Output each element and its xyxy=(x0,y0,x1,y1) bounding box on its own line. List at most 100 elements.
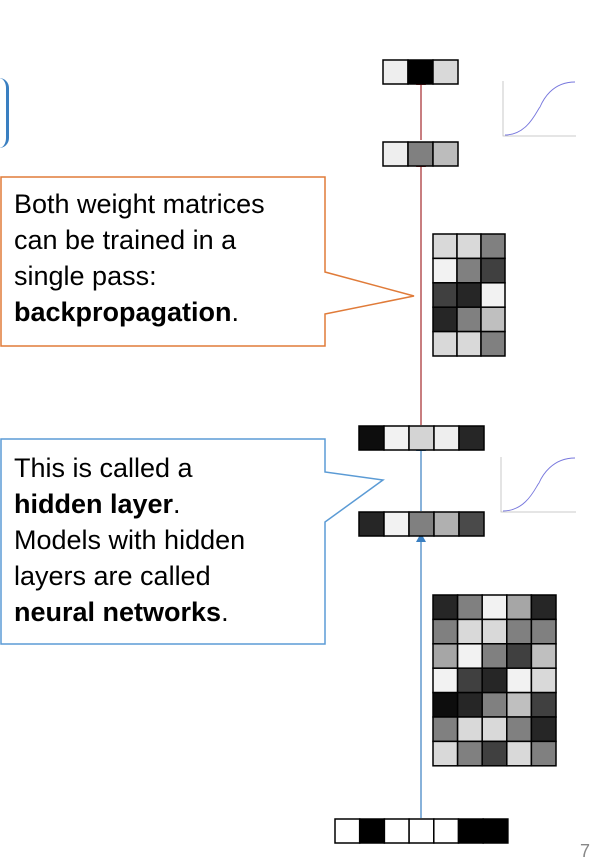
lower-weight-matrix-cell xyxy=(530,716,557,743)
lower-weight-matrix-cell xyxy=(481,643,508,669)
pre-output-vector xyxy=(382,141,459,167)
callout-top-line2: can be trained in a xyxy=(14,225,237,255)
lower-weight-matrix-cell xyxy=(481,667,508,694)
output-vector-cell xyxy=(432,59,459,85)
pre-hidden-vector-cell xyxy=(458,511,485,537)
upper-weight-matrix xyxy=(432,233,506,357)
output-vector xyxy=(382,59,459,85)
upper-weight-matrix-cell xyxy=(432,257,458,284)
lower-weight-matrix-cell xyxy=(530,618,557,645)
lower-weight-matrix-cell xyxy=(481,691,508,718)
lower-weight-matrix-cell xyxy=(432,716,459,743)
output-vector-cell xyxy=(407,59,434,85)
lower-weight-matrix-cell xyxy=(506,643,533,669)
pre-hidden-vector-cell xyxy=(358,511,385,537)
pre-hidden-vector-cell xyxy=(383,511,410,537)
hidden-vector-cell xyxy=(383,425,410,451)
callout-bottom-tail2: . xyxy=(221,597,229,627)
lower-weight-matrix-cell xyxy=(456,667,483,694)
upper-weight-matrix-cell xyxy=(480,257,506,284)
upper-weight-matrix-cell xyxy=(456,306,482,333)
lower-weight-matrix-cell xyxy=(506,667,533,694)
input-vector-cell xyxy=(457,818,484,844)
pre-hidden-vector-cell xyxy=(433,511,460,537)
lower-weight-matrix-cell xyxy=(481,740,508,767)
upper-weight-matrix-cell xyxy=(456,330,482,357)
callout-bottom-tail1: . xyxy=(173,489,181,519)
callout-bottom-line2: Models with hidden xyxy=(14,525,246,555)
lower-weight-matrix-cell xyxy=(432,594,459,621)
input-vector-cell xyxy=(358,818,386,844)
upper-weight-matrix-cell xyxy=(432,306,458,333)
upper-weight-matrix-cell xyxy=(456,282,482,308)
lower-weight-matrix-cell xyxy=(432,618,459,645)
lower-weight-matrix-cell xyxy=(456,740,483,767)
lower-weight-matrix-cell xyxy=(481,594,508,621)
lower-weight-matrix-cell xyxy=(456,594,483,621)
callout-bottom-bold2: neural networks xyxy=(14,597,222,627)
upper-weight-matrix-cell xyxy=(456,257,482,284)
input-vector xyxy=(334,818,509,844)
lower-weight-matrix-cell xyxy=(432,643,459,669)
lower-weight-matrix-cell xyxy=(506,594,533,621)
pre-output-vector-cell xyxy=(407,141,434,167)
lower-weight-matrix-cell xyxy=(506,740,533,767)
input-vector-cell xyxy=(433,818,460,844)
upper-weight-matrix-cell xyxy=(432,282,458,308)
hidden-vector-cell xyxy=(433,425,460,451)
output-vector-cell xyxy=(382,59,409,85)
callout-bottom-line3: layers are called xyxy=(14,561,211,591)
callout-top-shape xyxy=(0,176,415,347)
upper-weight-matrix-cell xyxy=(432,330,458,357)
upper-weight-matrix-cell xyxy=(480,330,506,357)
sigmoid-plot-upper xyxy=(502,81,576,137)
callout-top-text: Both weight matrices can be trained in a… xyxy=(14,186,265,330)
lower-weight-matrix-cell xyxy=(481,618,508,645)
lower-weight-matrix-cell xyxy=(530,643,557,669)
input-vector-cell xyxy=(334,818,361,844)
lower-weight-matrix xyxy=(432,594,557,767)
pre-hidden-vector-cell xyxy=(408,511,435,537)
callout-bottom-text: This is called a hidden layer. Models wi… xyxy=(14,450,245,630)
lower-weight-matrix-cell xyxy=(432,667,459,694)
hidden-vector-cell xyxy=(408,425,435,451)
page-number: 7 xyxy=(579,841,590,861)
sigmoid-curve-upper xyxy=(504,81,576,136)
lower-weight-matrix-cell xyxy=(530,740,557,767)
input-vector-cell xyxy=(408,818,435,844)
lower-weight-matrix-cell xyxy=(432,740,459,767)
upper-weight-matrix-cell xyxy=(480,282,506,308)
callout-top-bold: backpropagation xyxy=(14,297,232,327)
upper-weight-matrix-cell xyxy=(480,306,506,333)
callout-bottom-line1: This is called a xyxy=(14,453,193,483)
hidden-vector-cell xyxy=(358,425,385,451)
lower-weight-matrix-cell xyxy=(530,691,557,718)
pre-hidden-vector xyxy=(358,511,485,537)
lower-weight-matrix-cell xyxy=(481,716,508,743)
pre-output-vector-cell xyxy=(382,141,409,167)
sigmoid-curve-lower xyxy=(502,457,576,512)
lower-weight-matrix-cell xyxy=(456,643,483,669)
callout-top-tail: . xyxy=(231,297,240,327)
hidden-vector xyxy=(358,425,485,451)
sigmoid-plot-lower xyxy=(500,457,576,513)
callout-bottom-shape xyxy=(0,438,385,645)
lower-weight-matrix-cell xyxy=(530,594,557,621)
lower-weight-matrix-cell xyxy=(432,691,459,718)
upper-weight-matrix-cell xyxy=(456,233,482,260)
callout-top-line3: single pass: xyxy=(14,261,157,291)
pre-output-vector-cell xyxy=(432,141,459,167)
input-vector-cell xyxy=(383,818,410,844)
callout-top-line1: Both weight matrices xyxy=(14,189,265,219)
upper-weight-matrix-cell xyxy=(480,233,506,260)
lower-weight-matrix-cell xyxy=(530,667,557,694)
title-fragment xyxy=(0,78,9,148)
lower-weight-matrix-cell xyxy=(456,716,483,743)
lower-weight-matrix-cell xyxy=(456,691,483,718)
input-vector-cell xyxy=(482,818,509,844)
lower-weight-matrix-cell xyxy=(506,618,533,645)
lower-weight-matrix-cell xyxy=(456,618,483,645)
upper-weight-matrix-cell xyxy=(432,233,458,260)
callout-bottom-bold1: hidden layer xyxy=(14,489,174,519)
